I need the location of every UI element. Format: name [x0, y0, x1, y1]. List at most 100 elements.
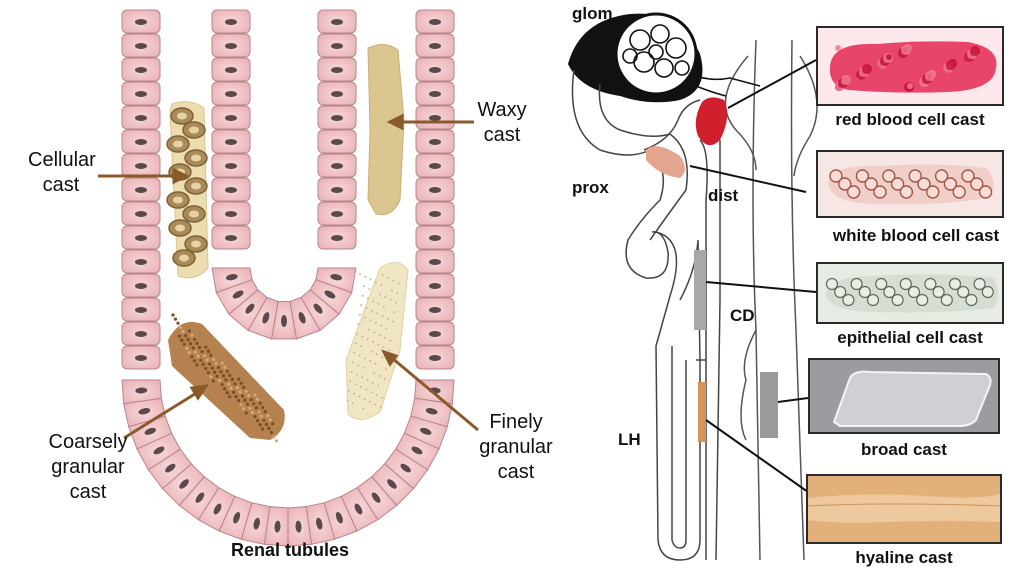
fine-granule — [372, 341, 374, 343]
coarsely-granular-cast — [168, 313, 285, 443]
cellular-cast-nucleus — [191, 182, 201, 190]
coarse-granule — [204, 345, 208, 349]
cell-nucleus — [179, 479, 189, 489]
wbc-cell — [855, 169, 870, 183]
cellular-cast-nucleus — [191, 154, 201, 162]
fine-granule — [389, 339, 392, 342]
wbc-cell — [943, 177, 958, 191]
fine-granule — [368, 288, 371, 290]
coarse-granule — [206, 371, 210, 375]
tubule-illustration — [98, 9, 479, 547]
fine-granule — [368, 328, 371, 331]
fine-granule — [355, 373, 358, 376]
fine-granule — [371, 381, 374, 384]
fine-granule — [377, 343, 380, 346]
fine-granule — [363, 398, 366, 401]
fine-granule — [358, 313, 361, 316]
cell-nucleus — [144, 427, 156, 435]
cell-nucleus — [371, 492, 381, 503]
fine-granule — [379, 406, 382, 409]
epithelial-cell — [834, 285, 847, 299]
cell-nucleus — [429, 163, 441, 169]
coarse-granule — [205, 358, 209, 362]
wbc-cast-caption: white blood cell cast — [832, 226, 1000, 245]
coarse-granule — [192, 337, 197, 341]
epithelial-cell — [866, 293, 880, 307]
cell-nucleus — [135, 67, 147, 73]
fine-granule — [382, 346, 385, 349]
fine-granule — [346, 399, 349, 402]
fine-granule — [365, 388, 368, 391]
fine-granule — [394, 301, 397, 304]
rbc-granule — [835, 45, 841, 51]
rbc-granule — [841, 75, 851, 85]
fine-granule — [381, 274, 384, 277]
coarse-granule — [200, 350, 204, 354]
coarse-granule — [225, 369, 229, 373]
fine-granule — [357, 323, 360, 326]
coarse-granule — [202, 354, 207, 358]
fine-granule — [381, 396, 384, 399]
cell-nucleus — [295, 520, 302, 533]
fine-granule — [361, 335, 364, 338]
cell-nucleus — [313, 303, 323, 314]
fine-granule — [350, 370, 353, 373]
epithelial-cell — [842, 293, 855, 307]
coarse-granule — [206, 349, 210, 353]
cell-nucleus — [232, 290, 244, 299]
wbc-cell — [890, 177, 905, 191]
fine-granule — [384, 336, 386, 339]
finely-granular-cast-label: Finely granular cast — [470, 410, 562, 485]
cell-nucleus — [331, 235, 343, 241]
fine-granule — [372, 300, 375, 303]
fine-granule — [389, 298, 392, 301]
fine-granule — [364, 275, 367, 278]
coarse-granule — [184, 334, 188, 338]
nephron-illustration — [568, 12, 818, 561]
cell-nucleus — [135, 211, 147, 217]
fine-granule — [369, 400, 371, 403]
coarse-granule — [262, 418, 266, 422]
epithelial-cell — [883, 285, 896, 299]
cell-nucleus — [213, 503, 222, 515]
coarse-granule — [261, 405, 265, 410]
cell-nucleus — [274, 520, 281, 533]
coarse-granule — [211, 379, 215, 383]
wbc-cell — [970, 177, 984, 191]
coarse-granule — [224, 378, 228, 382]
cell-nucleus — [225, 187, 237, 193]
fine-granule — [393, 311, 396, 314]
cell-nucleus — [331, 91, 343, 97]
cell-nucleus — [429, 331, 441, 337]
coarse-granule — [253, 393, 257, 397]
cell-nucleus — [429, 43, 441, 49]
fine-granule — [380, 324, 383, 327]
fine-granule — [353, 392, 356, 395]
coarse-granule — [261, 427, 265, 431]
wbc-cast-micrograph — [816, 150, 1004, 218]
label-line: granular — [51, 456, 125, 478]
waxy-cast-label: Waxy cast — [472, 98, 532, 148]
cell-nucleus — [135, 19, 147, 25]
cell-nucleus — [429, 355, 441, 361]
coarse-granule — [242, 407, 246, 411]
cell-nucleus — [330, 274, 343, 281]
cell-nucleus — [331, 19, 343, 25]
cell-nucleus — [135, 163, 147, 169]
cell-nucleus — [135, 91, 147, 97]
cell-nucleus — [400, 463, 411, 473]
coarse-granule — [211, 357, 215, 361]
coarse-granule — [274, 439, 279, 443]
coarse-granule — [237, 377, 241, 381]
coarse-granule — [187, 329, 191, 333]
nephron-cast-diagram: glom prox dist CD LH red blood cell cast… — [560, 0, 1024, 576]
coarse-granule — [216, 366, 220, 370]
fine-granule — [369, 360, 372, 362]
fine-granule — [382, 305, 385, 308]
wbc-cell — [882, 169, 896, 183]
fine-granule — [385, 368, 388, 371]
coarse-granule — [267, 426, 271, 431]
wbc-cell — [917, 177, 931, 191]
cell-nucleus — [225, 19, 237, 25]
finely-granular-cast — [345, 262, 409, 420]
